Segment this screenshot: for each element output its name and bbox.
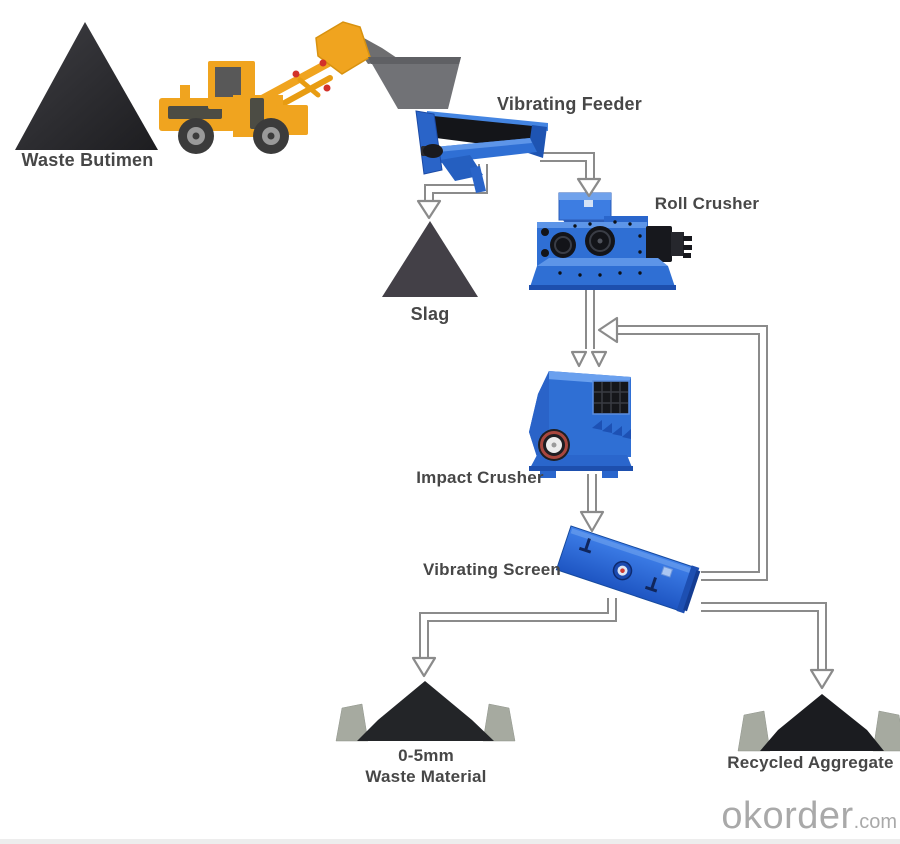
waste-material-label-line2: Waste Material — [365, 767, 487, 787]
arrow-screen-to-recycled-aggregate — [701, 602, 827, 671]
arrow-recycle-loop — [616, 325, 768, 581]
arrowhead-into-waste-material — [411, 656, 437, 678]
watermark-brand: okorder — [721, 795, 854, 837]
arrowhead-into-roll-crusher — [576, 177, 602, 198]
roll-crusher-label: Roll Crusher — [654, 194, 760, 213]
recycled-aggregate-pile — [737, 694, 900, 752]
okorder-watermark: okorder.com — [712, 795, 897, 841]
arrowhead-recycle-loop — [597, 316, 619, 344]
vibrating-screen-icon — [555, 525, 701, 614]
feed-hopper-icon — [368, 57, 461, 109]
waste-bitumen-label: Waste Butimen — [21, 150, 154, 170]
impact-crusher-label: Impact Crusher — [416, 468, 544, 487]
slag-label: Slag — [410, 304, 450, 324]
waste-material-pile — [335, 681, 516, 742]
vibrating-feeder-label: Vibrating Feeder — [497, 94, 642, 114]
roll-crusher-icon — [529, 192, 692, 290]
arrowhead-into-impact-crusher-left — [570, 350, 588, 368]
arrowhead-into-screen — [579, 510, 605, 533]
impact-crusher-icon — [529, 371, 633, 478]
arrow-screen-to-waste-material — [419, 598, 617, 659]
recycled-aggregate-label: Recycled Aggregate — [727, 753, 894, 772]
arrowheads — [411, 177, 835, 690]
bottom-border — [0, 839, 900, 844]
arrow-feeder-to-roll-crusher — [540, 152, 595, 180]
slag-pile — [382, 221, 478, 297]
watermark-tld: .com — [853, 811, 897, 833]
vibrating-screen-label: Vibrating Screen — [423, 560, 561, 579]
waste-material-label-line1: 0-5mm — [398, 746, 454, 765]
vibrating-feeder-icon — [415, 110, 548, 193]
waste-bitumen-pile — [15, 22, 158, 150]
waste-material-label: 0-5mm Waste Material — [353, 745, 499, 788]
arrow-feeder-to-slag — [424, 164, 488, 202]
arrowhead-into-impact-crusher-right — [590, 350, 608, 368]
arrowhead-into-slag — [416, 199, 442, 220]
arrowhead-into-recycled-aggregate — [809, 668, 835, 690]
wheel-loader-icon — [159, 21, 400, 154]
